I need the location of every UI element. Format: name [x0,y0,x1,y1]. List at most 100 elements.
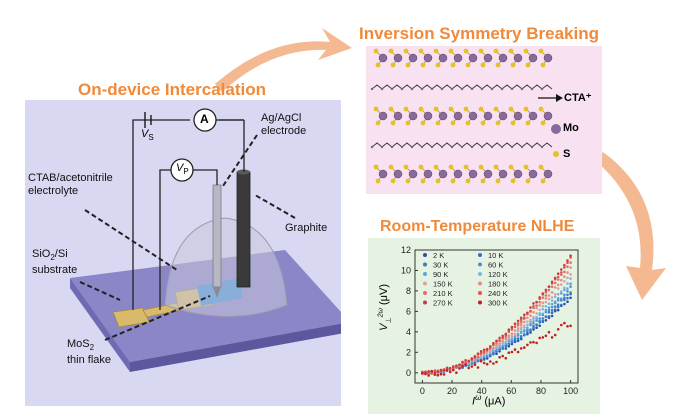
data-point [467,360,470,363]
cta-atom [471,146,473,148]
electrode-label-line2: electrode [261,125,306,138]
molybdenum-atom [499,112,507,120]
data-point [560,298,563,301]
molybdenum-atom [454,54,462,62]
data-point [480,350,483,353]
cta-atom [471,88,473,90]
molybdenum-atom [379,112,387,120]
data-point [554,277,557,280]
data-point [535,316,538,319]
data-point [548,294,551,297]
molybdenum-atom [454,170,462,178]
x-tick-label: 80 [536,386,546,396]
data-point [548,306,551,309]
legend-marker [423,253,427,257]
x-tick-label: 20 [447,386,457,396]
molybdenum-atom [514,112,522,120]
data-point [461,365,464,368]
chart-ylabel-sub: ⊥ [385,317,392,323]
molybdenum-atom [514,170,522,178]
crystal-structure [366,46,602,194]
data-point [514,348,517,351]
data-point [557,293,560,296]
data-point [523,321,526,324]
molybdenum-atom [409,54,417,62]
electrolyte-label-line2: electrolyte [28,185,113,198]
data-point [501,345,504,348]
data-point [498,356,501,359]
data-point [557,297,560,300]
data-point [483,351,486,354]
sulfur-atom [466,179,471,184]
legend-label: 240 K [488,289,508,298]
molybdenum-atom [439,112,447,120]
vp-label-sub: P [183,167,188,176]
data-point [505,357,508,360]
molybdenum-atom [409,170,417,178]
sulfur-atom [419,107,424,112]
data-point [514,326,517,329]
data-point [495,340,498,343]
data-point [542,317,545,320]
data-point [548,285,551,288]
data-point [511,326,514,329]
data-point [489,345,492,348]
data-point [501,355,504,358]
substrate-label-si: SiO [32,248,50,260]
sulfur-atom [406,121,411,126]
data-point [551,281,554,284]
data-point [566,271,569,274]
data-point [529,314,532,317]
y-tick-label: 6 [406,306,411,316]
ammeter-label: A [200,112,209,126]
data-point [557,309,560,312]
data-point [514,333,517,336]
sulfur-atom [539,165,544,170]
sulfur-atom [541,63,546,68]
cta-atom [411,146,413,148]
data-point [551,306,554,309]
molybdenum-atom [424,54,432,62]
electrolyte-dome [165,218,287,317]
molybdenum-atom [544,112,552,120]
sulfur-atom [509,165,514,170]
legend-label: 30 K [433,261,448,270]
data-point [526,324,529,327]
data-point [560,290,563,293]
data-point [535,304,538,307]
data-point [421,372,424,375]
data-point [449,371,452,374]
vp-label: VP [176,162,189,176]
data-point [569,277,572,280]
data-point [569,282,572,285]
data-point [548,289,551,292]
sulfur-atom [466,63,471,68]
data-point [523,316,526,319]
data-point [551,303,554,306]
data-point [548,315,551,318]
sulfur-atom [481,121,486,126]
sulfur-atom [451,63,456,68]
legend-label: 210 K [433,289,453,298]
legend-label: 270 K [433,299,453,308]
data-point [569,273,572,276]
x-tick-label: 0 [420,386,425,396]
data-point [538,301,541,304]
sulfur-atom [481,179,486,184]
data-point [514,329,517,332]
legend-marker [478,301,482,305]
data-point [532,316,535,319]
sulfur-atom [451,179,456,184]
cta-atom [401,88,403,90]
device-panel: A VS VP Ag/AgCl electrode CTAB/acetonitr… [25,100,341,406]
data-point [557,328,560,331]
sulfur-atom [374,165,379,170]
data-point [563,296,566,299]
data-point [551,315,554,318]
cta-atom [451,88,453,90]
data-point [563,264,566,267]
data-point [517,322,520,325]
flake-label-line1: MoS2 [67,338,111,354]
data-point [551,299,554,302]
data-point [498,340,501,343]
